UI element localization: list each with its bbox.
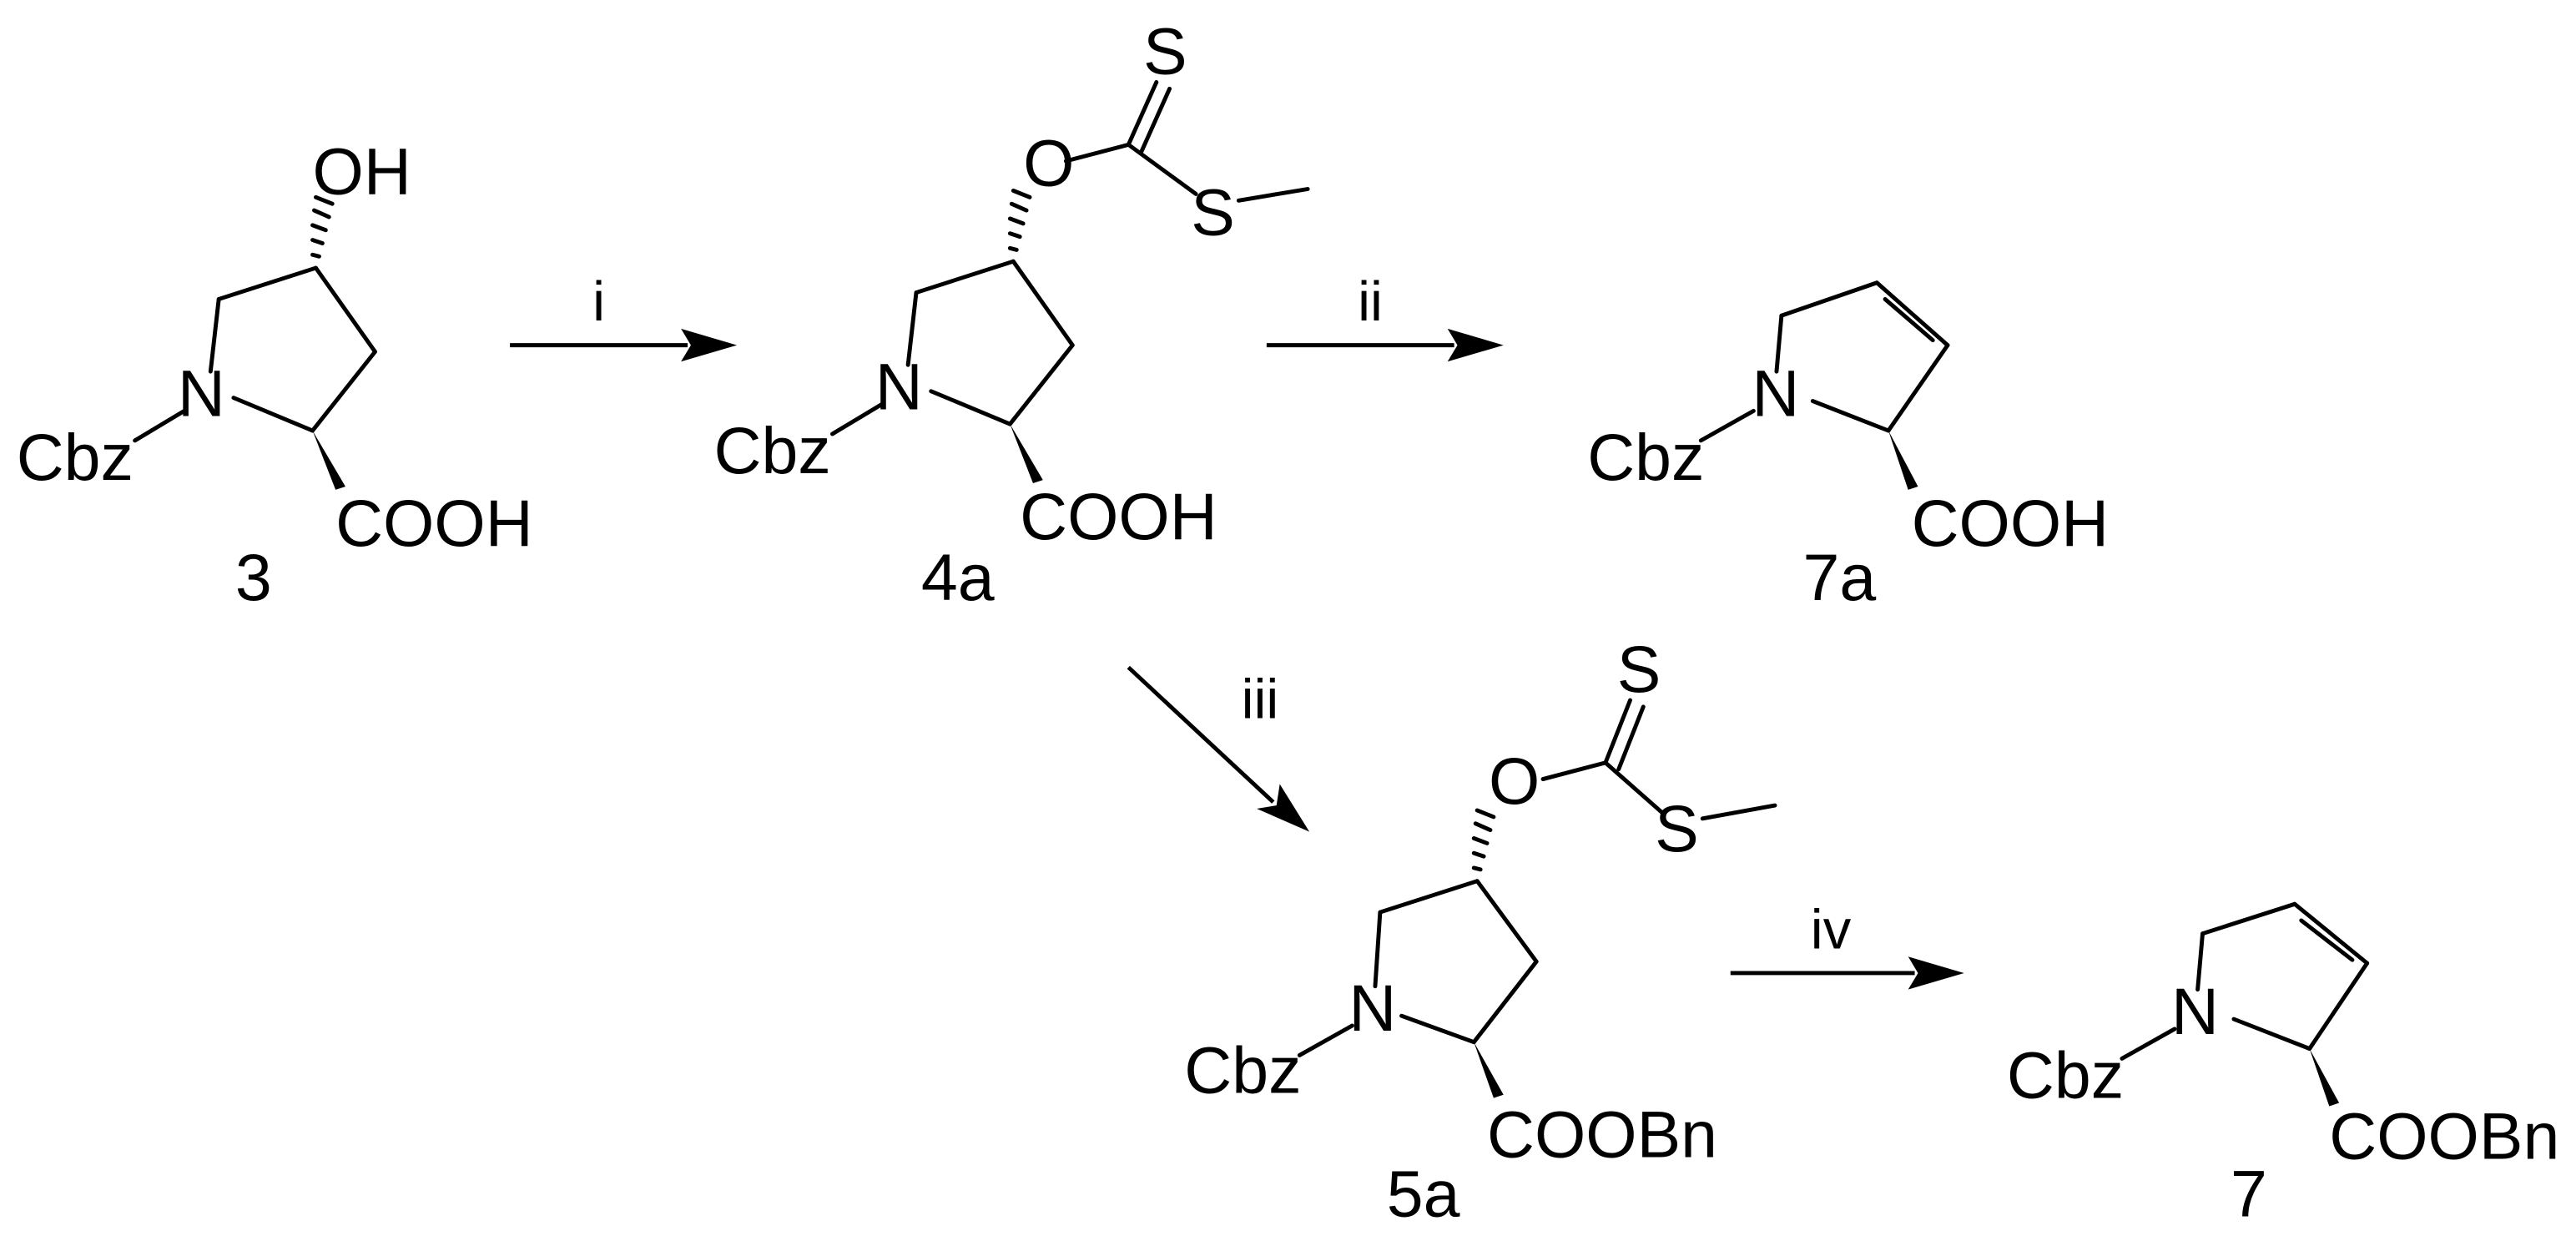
ester-label: COOBn	[1487, 1098, 1717, 1172]
hashed-bond	[310, 194, 335, 259]
cbz-label: Cbz	[714, 414, 831, 487]
compound-number: 7a	[1803, 541, 1877, 614]
acid-label: COOH	[335, 487, 533, 560]
hashed-bond	[1471, 808, 1496, 872]
thioether-sulfur-label: S	[1655, 792, 1699, 865]
bond	[1373, 910, 1383, 989]
reagent-label: iii	[1242, 668, 1279, 731]
wedge-bond	[1474, 1042, 1504, 1098]
acid-label: COOH	[1020, 480, 1217, 553]
cbz-label: Cbz	[1587, 421, 1704, 494]
bond	[216, 265, 318, 301]
hydroxyl-label: OH	[313, 134, 411, 208]
compound-number: 4a	[921, 541, 995, 614]
double-bond	[1126, 80, 1159, 147]
reagent-label: i	[592, 270, 605, 333]
nitrogen-label: N	[1348, 971, 1396, 1045]
oxygen-label: O	[1489, 744, 1540, 818]
thione-sulfur-label: S	[1143, 15, 1187, 88]
compound-7: N Cbz COOBn 7	[2007, 901, 2559, 1230]
bond	[1297, 1023, 1354, 1057]
bond	[2120, 1027, 2177, 1061]
bond	[1540, 760, 1608, 782]
double-bond	[1603, 698, 1632, 765]
arrow-head	[1908, 956, 1964, 990]
compound-number: 7	[2231, 1157, 2267, 1230]
reaction-arrow-iii: iii	[1127, 665, 1310, 832]
wedge-bond	[1888, 431, 1918, 490]
bond	[905, 290, 919, 367]
nitrogen-label: N	[2171, 975, 2219, 1048]
reagent-label: ii	[1358, 270, 1383, 333]
compound-4a: O S S N Cbz COOH 4a	[714, 15, 1310, 614]
cbz-label: Cbz	[1184, 1034, 1301, 1107]
compound-3: OH N Cbz COOH 3	[17, 134, 533, 613]
nitrogen-label: N	[178, 356, 225, 430]
cbz-label: Cbz	[17, 421, 134, 494]
bond	[1475, 879, 1539, 964]
bond	[2292, 901, 2370, 966]
wedge-bond	[312, 431, 345, 490]
compound-number: 3	[235, 541, 272, 614]
double-bond	[1883, 296, 1935, 343]
thione-sulfur-label: S	[1617, 633, 1661, 706]
bond	[1779, 280, 1879, 318]
wedge-bond	[2309, 1048, 2340, 1107]
bond	[310, 350, 377, 433]
arrow-head	[1447, 328, 1504, 362]
double-bond	[1616, 704, 1646, 772]
double-bond	[2299, 918, 2355, 962]
bond	[2195, 931, 2205, 992]
bond	[1874, 280, 1950, 348]
bond	[208, 296, 221, 374]
bond	[1603, 760, 1664, 815]
acid-label: COOH	[1912, 487, 2110, 560]
reaction-arrow-iv: iv	[1730, 898, 1964, 990]
bond	[1698, 408, 1756, 443]
ester-label: COOBn	[2329, 1100, 2559, 1173]
double-bond	[1139, 86, 1172, 154]
bond	[2307, 961, 2370, 1052]
nitrogen-label: N	[1752, 356, 1799, 430]
bond	[2200, 901, 2297, 936]
bond	[1378, 879, 1480, 915]
bond	[1810, 399, 1891, 433]
bond	[133, 408, 187, 443]
bond	[1774, 313, 1784, 374]
bond	[1700, 803, 1777, 821]
compound-5a: O S S N Cbz COOBn 5a	[1184, 633, 1777, 1230]
bond	[1886, 343, 1950, 433]
bond	[1063, 142, 1131, 164]
bond	[231, 396, 315, 433]
bond	[1399, 1013, 1476, 1045]
cbz-label: Cbz	[2007, 1039, 2124, 1112]
bond	[829, 402, 885, 436]
bond	[1471, 959, 1539, 1045]
arrow-head	[1257, 784, 1310, 832]
wedge-bond	[1010, 424, 1043, 484]
reagent-label: iv	[1811, 898, 1852, 961]
bond	[1011, 259, 1075, 348]
bond	[929, 389, 1012, 426]
bond	[1236, 187, 1310, 203]
oxygen-label: O	[1023, 127, 1074, 200]
reaction-arrow-i: i	[510, 270, 738, 362]
reaction-arrow-ii: ii	[1266, 270, 1504, 362]
bond	[914, 259, 1016, 295]
hashed-bond	[1007, 189, 1032, 252]
arrow-head	[681, 328, 738, 362]
bond	[2231, 1017, 2312, 1052]
bond	[314, 265, 377, 354]
bond	[1126, 142, 1198, 196]
thioether-sulfur-label: S	[1191, 176, 1235, 250]
compound-7a: N Cbz COOH 7a	[1587, 280, 2110, 614]
compound-number: 5a	[1387, 1157, 1460, 1230]
nitrogen-label: N	[875, 350, 923, 423]
bond	[1007, 343, 1075, 426]
